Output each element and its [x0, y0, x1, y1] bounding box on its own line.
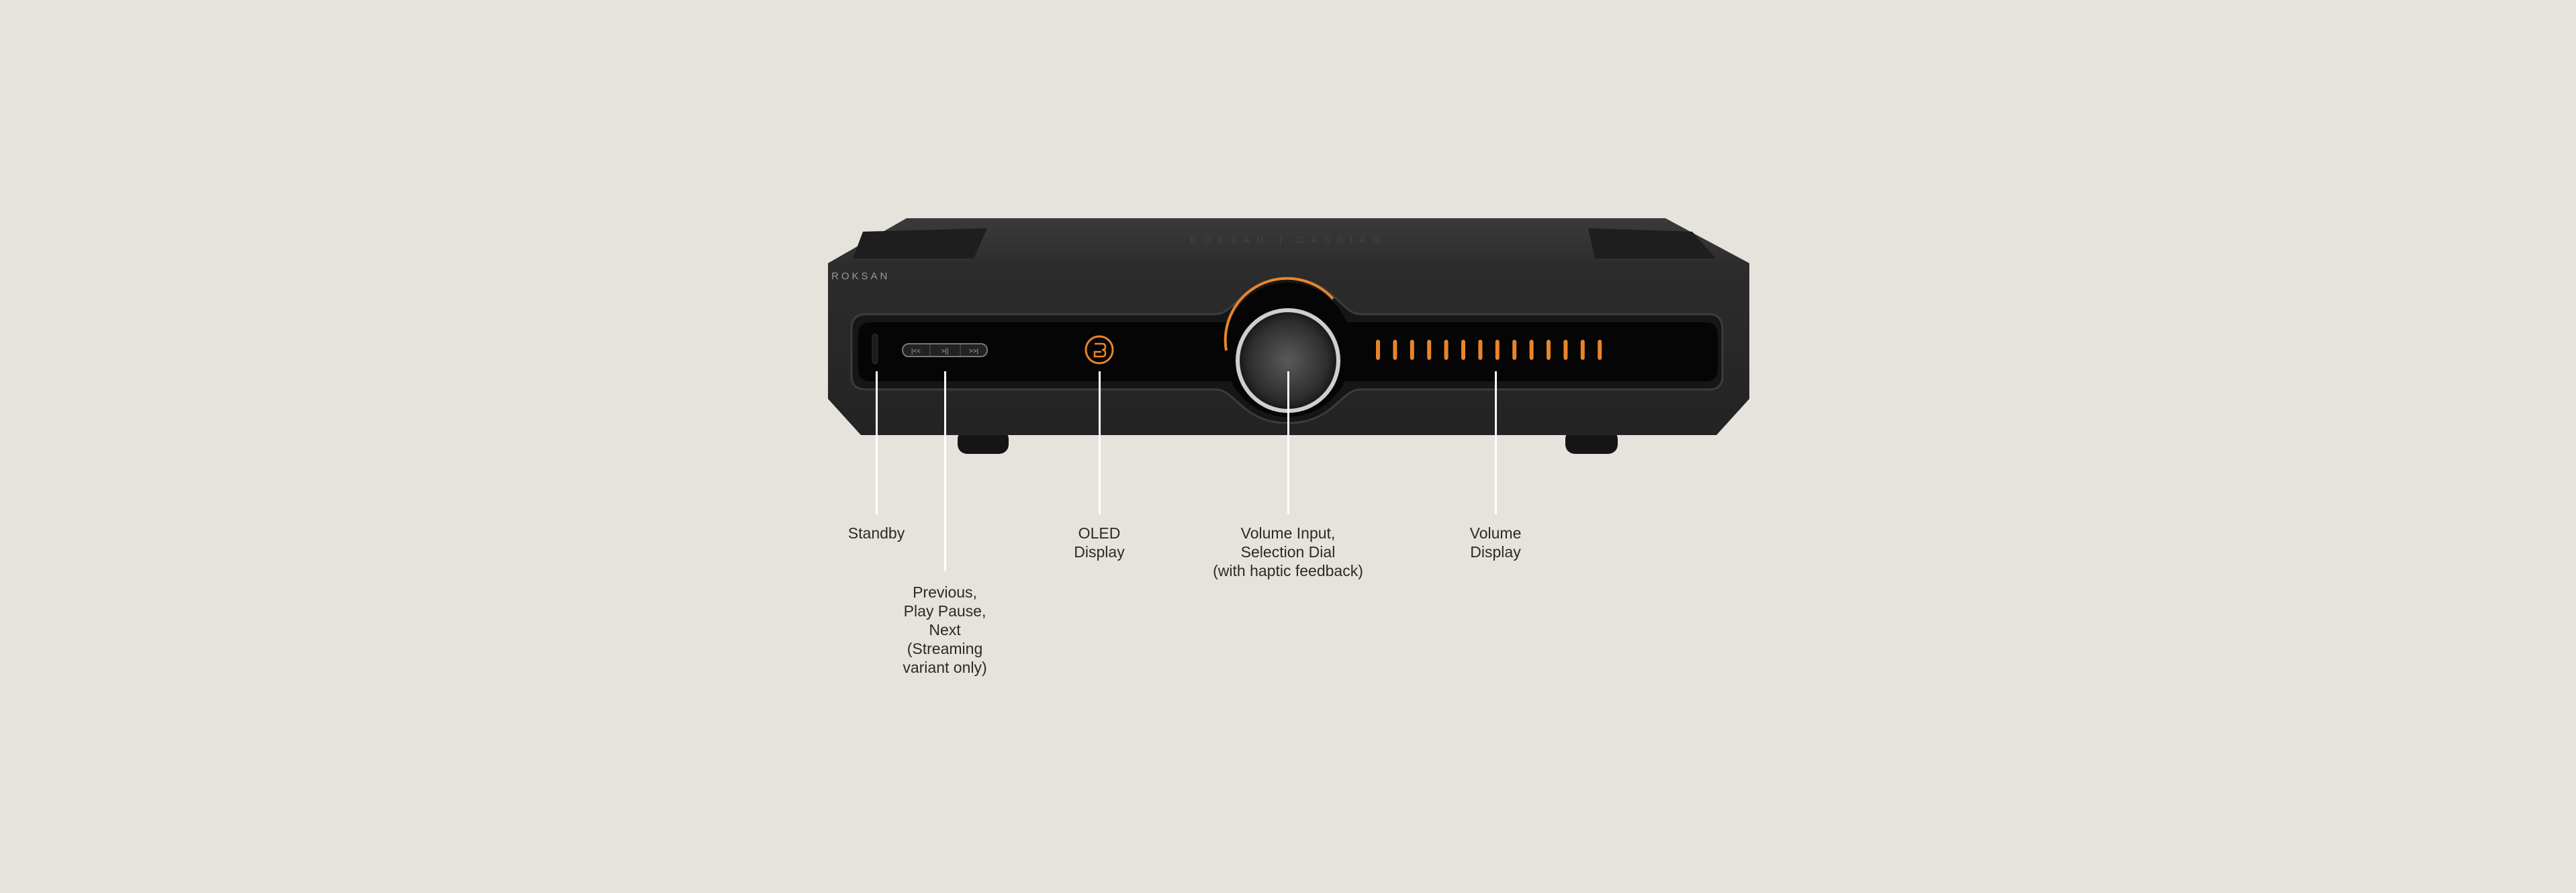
transport-buttons [902, 343, 988, 357]
callout-line: variant only) [903, 659, 987, 676]
left-vent [853, 228, 987, 258]
callout-line: Previous, [913, 583, 977, 601]
volume-segment [1512, 340, 1517, 360]
volume-leader-line [1495, 371, 1497, 514]
standby-callout-label: Standby [848, 524, 905, 543]
oled-leader-line [1099, 371, 1101, 514]
volume-segment [1547, 340, 1551, 360]
volume-segment [1495, 340, 1500, 360]
standby-button [872, 333, 878, 365]
callout-line: Volume [1469, 524, 1522, 542]
volume-display [1376, 340, 1602, 360]
top-engraving: ROKSAN | CASPIAN [1190, 234, 1386, 245]
dial-leader-line [1287, 371, 1289, 514]
standby-leader-line [876, 371, 878, 514]
transport-callout-label: Previous,Play Pause,Next(Streaming varian… [903, 583, 986, 677]
volume-segment [1478, 340, 1483, 360]
oled-display-logo [1085, 335, 1114, 365]
right-vent [1588, 228, 1716, 258]
volume-segment [1529, 340, 1534, 360]
callout-line: Display [1074, 543, 1125, 561]
left-foot [958, 430, 1009, 454]
top-panel [828, 218, 1749, 263]
volume-segment [1580, 340, 1585, 360]
volume-segment [1598, 340, 1602, 360]
volume-segment [1563, 340, 1568, 360]
callout-line: Next [929, 621, 961, 639]
next-icon: >>| [969, 348, 978, 355]
volume-segment [1393, 340, 1397, 360]
callout-line: Play Pause, [903, 602, 986, 620]
volume-segment [1410, 340, 1414, 360]
volume-segment [1444, 340, 1448, 360]
transport-leader-line [944, 371, 946, 571]
callout-line: Selection Dial [1240, 543, 1336, 561]
callout-line: Standby [847, 524, 905, 542]
callout-line: OLED [1078, 524, 1121, 542]
dial-callout-label: Volume Input,Selection Dial(with haptic … [1213, 524, 1363, 580]
right-foot [1565, 430, 1618, 454]
callout-line: (with haptic feedback) [1213, 562, 1363, 579]
volume-segment [1461, 340, 1465, 360]
volume-segment [1427, 340, 1432, 360]
brand-logo: ROKSAN [831, 271, 890, 282]
callout-line: (Streaming [907, 640, 983, 657]
callout-line: Display [1470, 543, 1521, 561]
volume-segment [1376, 340, 1380, 360]
play-pause-icon: >|| [941, 348, 948, 355]
volume-arc [1224, 277, 1334, 351]
callout-line: Volume Input, [1240, 524, 1336, 542]
previous-icon: |<< [911, 348, 921, 355]
oled-b-icon [1093, 342, 1107, 358]
